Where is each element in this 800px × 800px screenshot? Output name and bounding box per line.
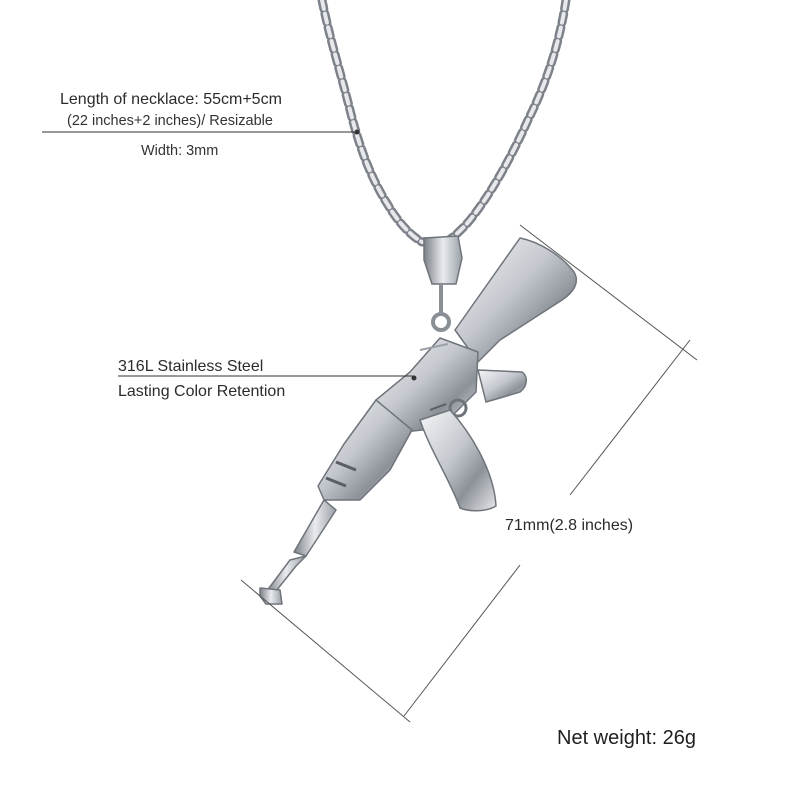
rifle-pendant (259, 237, 578, 605)
material-label: 316L Stainless Steel (118, 358, 264, 375)
necklace-length-inches-label: (22 inches+2 inches)/ Resizable (67, 113, 273, 129)
pendant-bail (423, 235, 463, 332)
necklace-length-label: Length of necklace: 55cm+5cm (60, 91, 282, 108)
chain-width-label: Width: 3mm (141, 143, 219, 159)
chain (317, 0, 571, 247)
net-weight-label: Net weight: 26g (557, 727, 696, 749)
dimension-lines (240, 224, 698, 723)
pendant-length-label: 71mm(2.8 inches) (505, 517, 634, 534)
color-retention-label: Lasting Color Retention (118, 383, 286, 400)
annotation-lines (42, 129, 417, 381)
